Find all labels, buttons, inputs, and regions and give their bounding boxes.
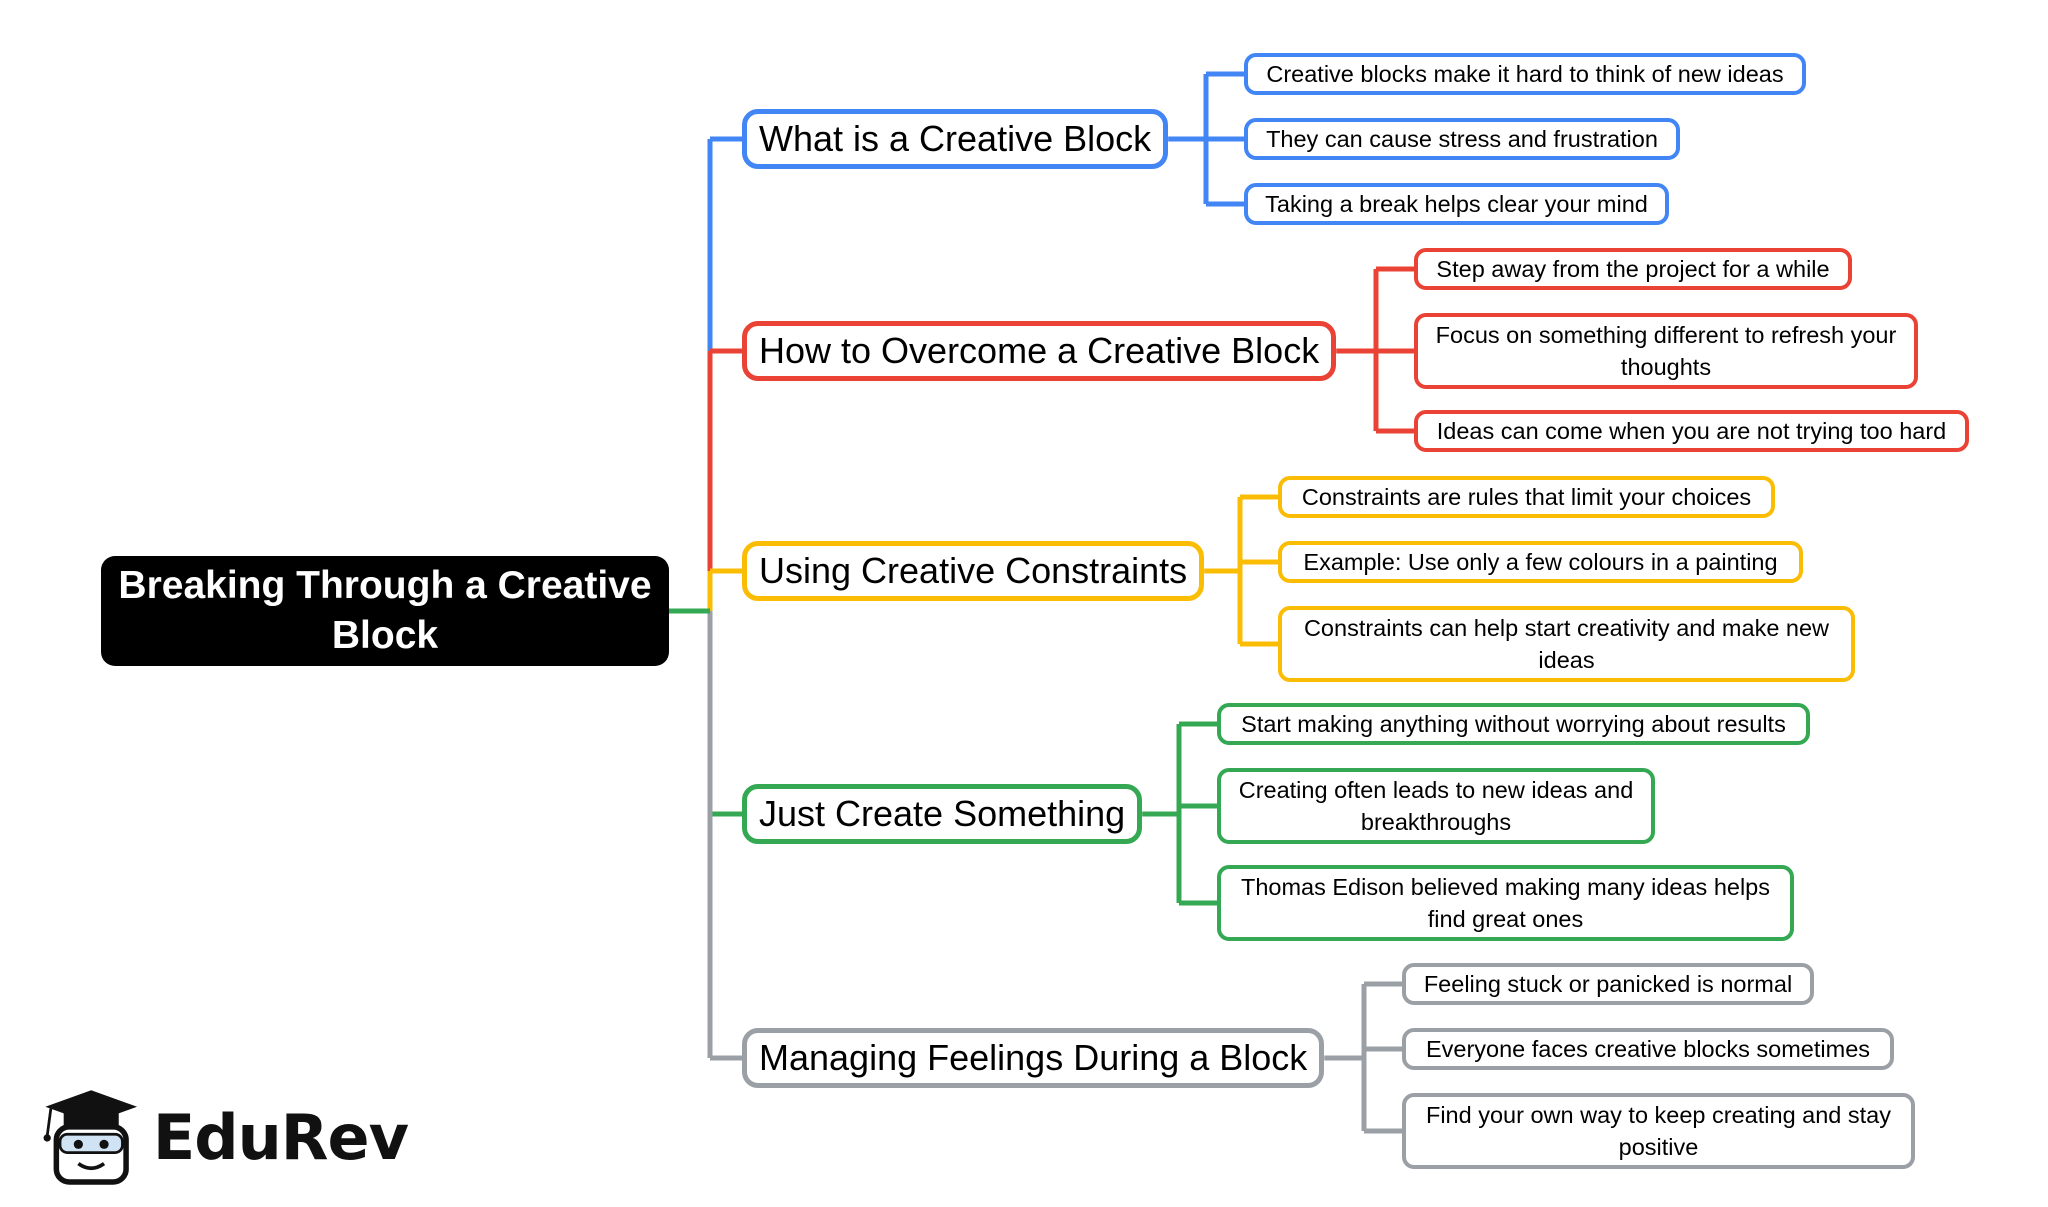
edurev-logo: EduRev — [38, 1082, 409, 1192]
leaf-overcome-3: Ideas can come when you are not trying t… — [1414, 410, 1969, 452]
leaf-feelings-2: Everyone faces creative blocks sometimes — [1402, 1028, 1894, 1070]
leaf-overcome-2: Focus on something different to refresh … — [1414, 313, 1918, 389]
branch-just-create-something: Just Create Something — [742, 784, 1143, 844]
leaf-create-1: Start making anything without worrying a… — [1217, 703, 1810, 745]
leaf-constraints-2: Example: Use only a few colours in a pai… — [1278, 541, 1803, 583]
leaf-what-is-1: Creative blocks make it hard to think of… — [1244, 53, 1806, 95]
branch-how-to-overcome: How to Overcome a Creative Block — [742, 321, 1337, 381]
leaf-create-2: Creating often leads to new ideas and br… — [1217, 768, 1655, 844]
leaf-feelings-1: Feeling stuck or panicked is normal — [1402, 963, 1814, 1005]
graduation-cap-mascot-icon — [43, 1090, 138, 1185]
leaf-what-is-3: Taking a break helps clear your mind — [1244, 183, 1669, 225]
root-topic: Breaking Through a Creative Block — [101, 556, 669, 666]
branch-creative-constraints: Using Creative Constraints — [742, 541, 1205, 601]
leaf-what-is-2: They can cause stress and frustration — [1244, 118, 1680, 160]
logo-text: EduRev — [152, 1100, 409, 1174]
leaf-constraints-1: Constraints are rules that limit your ch… — [1278, 476, 1775, 518]
branch-what-is-creative-block: What is a Creative Block — [742, 109, 1169, 169]
leaf-create-3: Thomas Edison believed making many ideas… — [1217, 865, 1794, 941]
leaf-overcome-1: Step away from the project for a while — [1414, 248, 1852, 290]
leaf-feelings-3: Find your own way to keep creating and s… — [1402, 1093, 1915, 1169]
branch-managing-feelings: Managing Feelings During a Block — [742, 1028, 1325, 1088]
leaf-constraints-3: Constraints can help start creativity an… — [1278, 606, 1855, 682]
